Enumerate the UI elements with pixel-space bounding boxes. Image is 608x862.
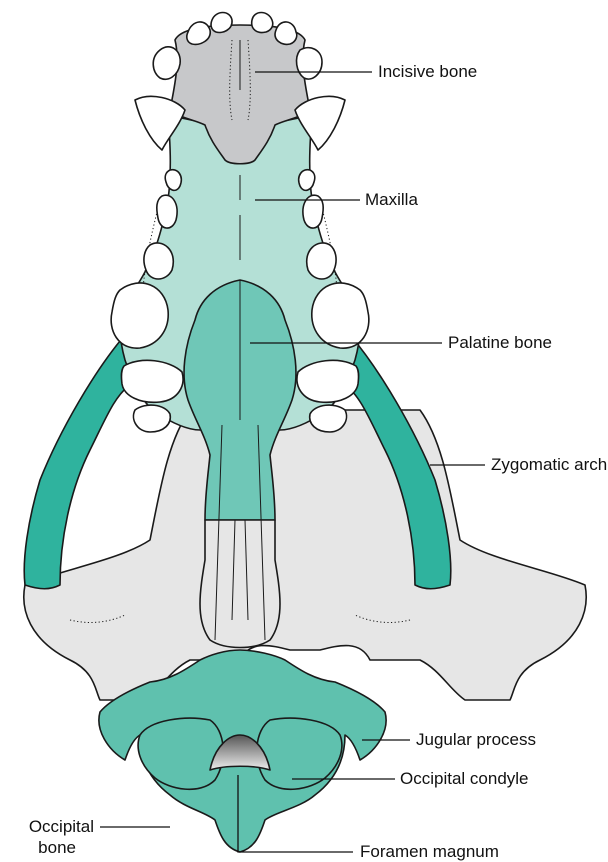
- label-maxilla: Maxilla: [365, 190, 418, 210]
- label-incisive-bone: Incisive bone: [378, 62, 477, 82]
- label-foramen-magnum: Foramen magnum: [360, 842, 499, 862]
- label-occipital-bone-line2: bone: [0, 838, 76, 858]
- label-jugular-process: Jugular process: [416, 730, 536, 750]
- label-palatine-bone: Palatine bone: [448, 333, 552, 353]
- leader-foramen: [238, 775, 353, 852]
- label-occipital-bone-line1: Occipital: [0, 817, 94, 837]
- label-occipital-condyle: Occipital condyle: [400, 769, 529, 789]
- label-zygomatic-arch: Zygomatic arch: [491, 455, 607, 475]
